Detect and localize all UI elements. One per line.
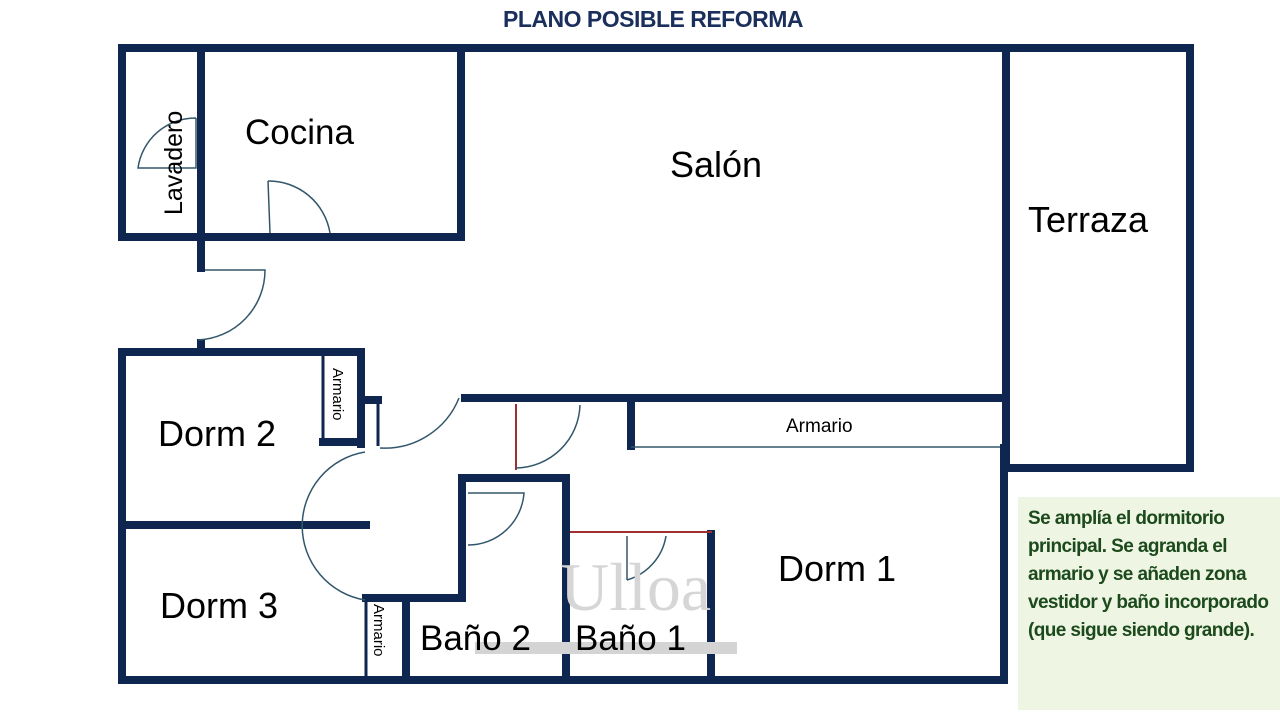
room-label-dorm3: Dorm 3: [160, 585, 278, 626]
room-label-cocina: Cocina: [245, 113, 354, 152]
room-label-salon: Salón: [670, 144, 762, 185]
room-label-armario-dorm3: Armario: [370, 604, 387, 657]
room-label-dorm1: Dorm 1: [778, 548, 896, 589]
room-label-armario-dorm2: Armario: [329, 368, 346, 421]
watermark-bar: [475, 642, 737, 654]
walls: [118, 44, 1194, 684]
room-label-bano1: Baño 1: [575, 619, 686, 658]
room-label-armario-pasillo: Armario: [786, 416, 853, 437]
plan-title: PLANO POSIBLE REFORMA: [502, 6, 804, 32]
renovation-note: Se amplía el dormitorio principal. Se ag…: [1018, 497, 1280, 710]
new-walls: [515, 404, 712, 533]
room-label-dorm2: Dorm 2: [158, 413, 276, 454]
watermark: Ulloa: [560, 549, 711, 625]
room-label-lavadero: Lavadero: [160, 111, 188, 215]
room-label-bano2: Baño 2: [420, 619, 531, 658]
room-label-terraza: Terraza: [1028, 199, 1149, 240]
doors: [137, 117, 667, 601]
